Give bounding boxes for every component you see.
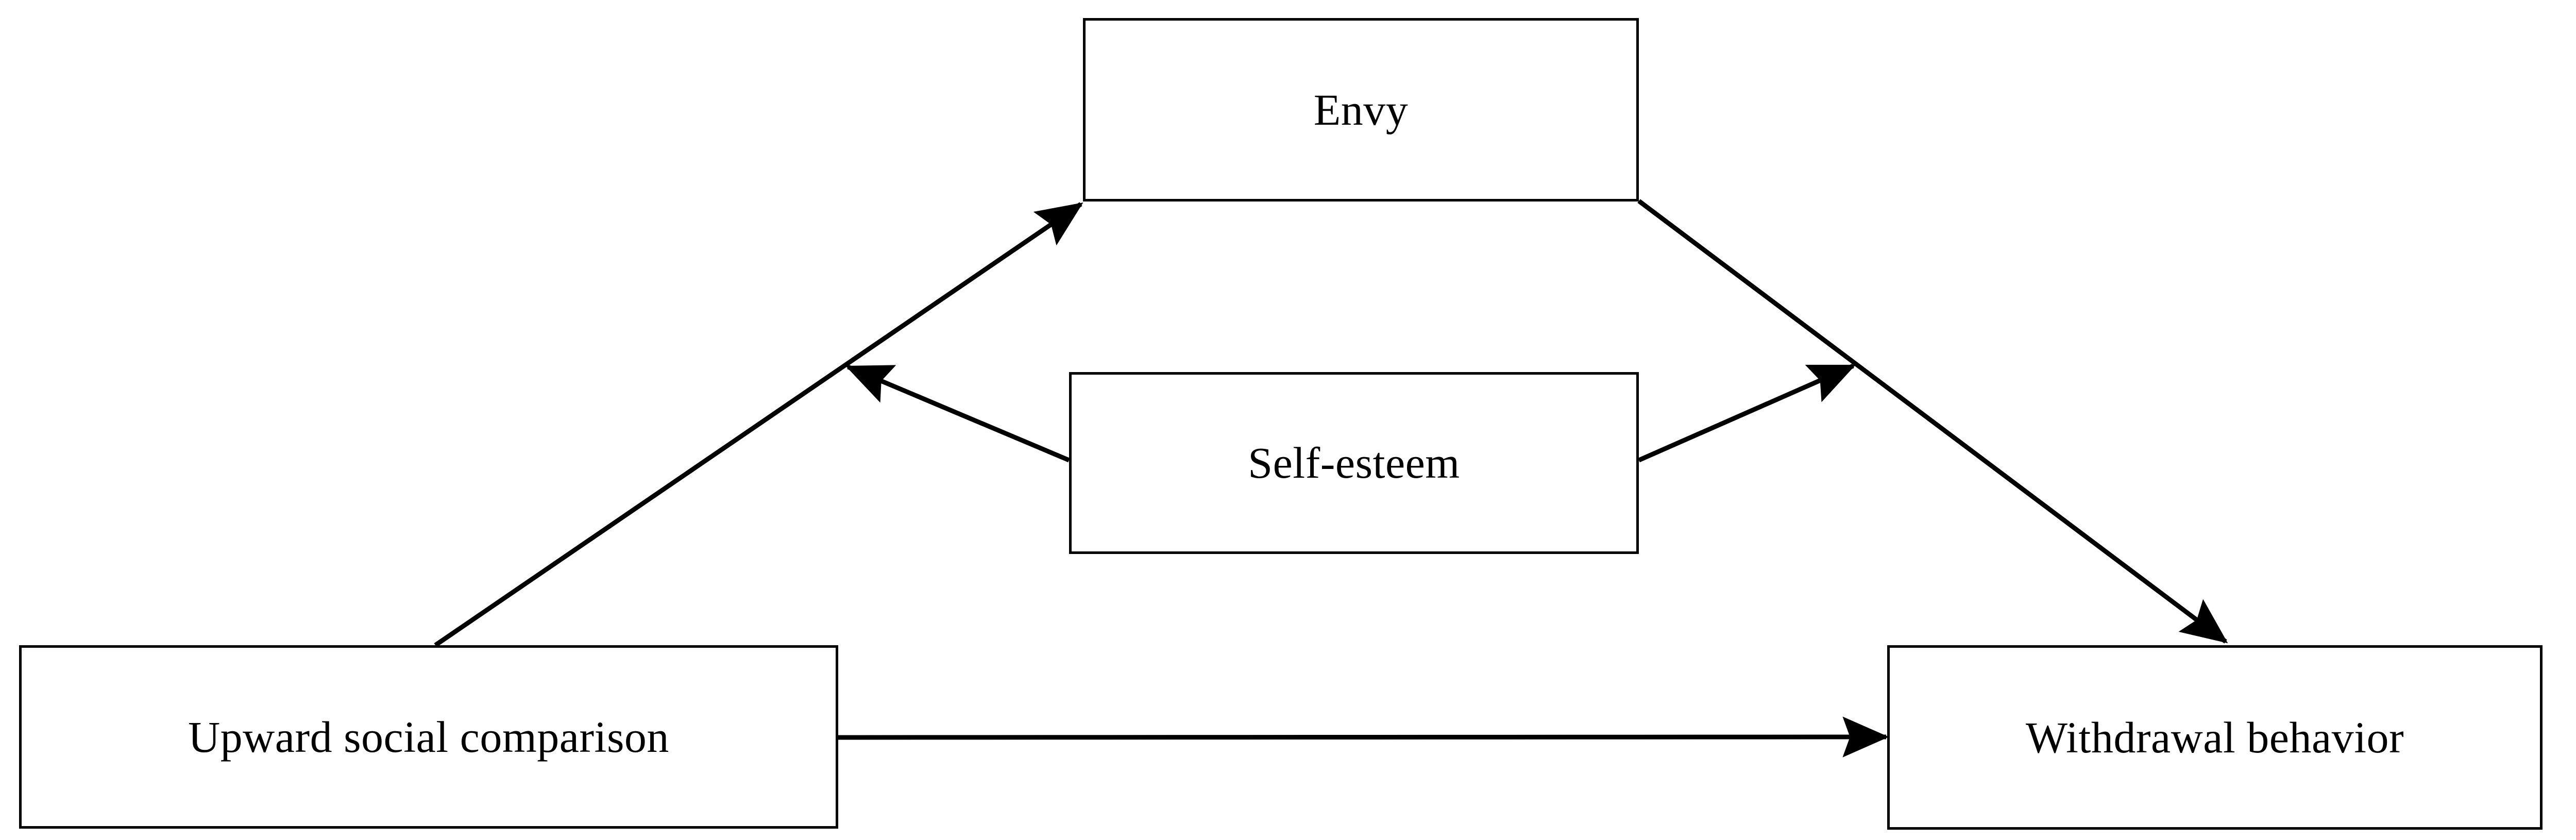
node-upward-social-comparison-label: Upward social comparison	[188, 712, 669, 762]
node-envy-label: Envy	[1313, 85, 1409, 135]
edge-self-to-envy-withdrawal-path	[1638, 363, 1856, 463]
node-upward-social-comparison[interactable]: Upward social comparison	[19, 645, 838, 829]
node-self-esteem-label: Self-esteem	[1248, 438, 1460, 488]
edge-envy-to-withdrawal	[1637, 199, 2228, 644]
node-withdrawal-behavior-label: Withdrawal behavior	[2025, 712, 2404, 762]
edge-upward-to-envy	[434, 202, 1083, 647]
node-withdrawal-behavior[interactable]: Withdrawal behavior	[1887, 645, 2543, 830]
node-envy[interactable]: Envy	[1083, 18, 1639, 201]
node-self-esteem[interactable]: Self-esteem	[1069, 372, 1639, 554]
edge-self-to-upward-envy-path	[845, 364, 1070, 463]
